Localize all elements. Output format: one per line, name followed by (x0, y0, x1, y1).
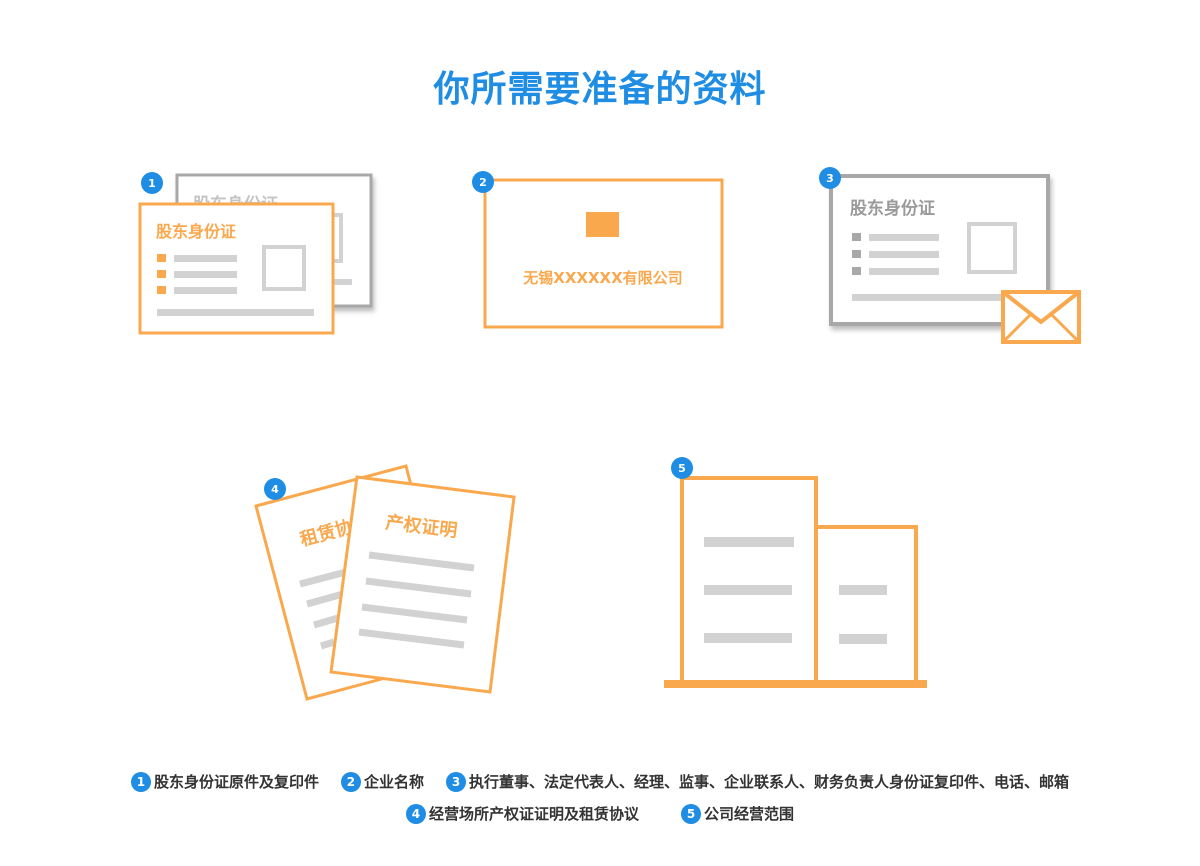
legend-item-5: 5 公司经营范围 (681, 803, 794, 824)
company-logo-icon (586, 212, 619, 237)
legend-item-3: 3 执行董事、法定代表人、经理、监事、企业联系人、财务负责人身份证复印件、电话、… (446, 771, 1069, 792)
legend-label-2: 企业名称 (363, 773, 424, 791)
badge-2-label: 2 (479, 176, 487, 189)
badge-1: 1 (141, 172, 163, 194)
company-name-illustration: 无锡XXXXXX有限公司 2 (472, 171, 724, 329)
id-card-illustration: 股东身份证 股东身份证 1 (138, 172, 373, 335)
badge-3-label: 3 (826, 172, 834, 185)
legend-item-2: 2 企业名称 (340, 771, 424, 792)
legend-badge-4: 4 (405, 803, 426, 824)
property-docs-illustration: 租赁协 产权证明 4 (254, 464, 516, 701)
building-icon: 5 (664, 457, 927, 688)
legend-row-2: 4 经营场所产权证证明及租赁协议 5 公司经营范围 (0, 803, 1200, 824)
legend-label-5: 公司经营范围 (704, 805, 795, 823)
badge-5: 5 (671, 457, 693, 479)
page-title: 你所需要准备的资料 (433, 69, 767, 110)
illustration-canvas: 股东身份证 股东身份证 1 无锡XXXXXX有限公司 2 (138, 167, 1081, 701)
property-certificate: 产权证明 (329, 475, 516, 694)
legend-item-4: 4 经营场所产权证证明及租赁协议 (405, 803, 639, 824)
badge-4: 4 (264, 478, 286, 500)
legend-badge-1: 1 (130, 771, 151, 792)
id-mail-title: 股东身份证 (850, 198, 935, 219)
badge-2: 2 (472, 171, 494, 193)
legend-badge-5: 5 (681, 803, 701, 824)
badge-5-label: 5 (678, 462, 686, 475)
id-card-front-title: 股东身份证 (156, 222, 236, 241)
legend-item-1: 1 股东身份证原件及复印件 (130, 771, 319, 792)
envelope-icon (1001, 290, 1081, 344)
id-mail-illustration: 股东身份证 3 (819, 167, 1081, 344)
legend-row-1: 1 股东身份证原件及复印件 2 企业名称 3 执行董事、法定代表人、经理、监事、… (0, 771, 1200, 792)
badge-4-label: 4 (271, 483, 279, 496)
legend-badge-3: 3 (446, 771, 466, 792)
id-card-front: 股东身份证 (138, 202, 335, 335)
badge-1-label: 1 (148, 177, 156, 190)
legend-label-4: 经营场所产权证证明及租赁协议 (428, 805, 639, 823)
legend-label-3: 执行董事、法定代表人、经理、监事、企业联系人、财务负责人身份证复印件、电话、邮箱 (469, 773, 1070, 791)
company-name-text: 无锡XXXXXX有限公司 (522, 269, 682, 287)
legend-badge-2: 2 (340, 771, 361, 792)
badge-3: 3 (819, 167, 841, 189)
legend-label-1: 股东身份证原件及复印件 (153, 773, 319, 791)
